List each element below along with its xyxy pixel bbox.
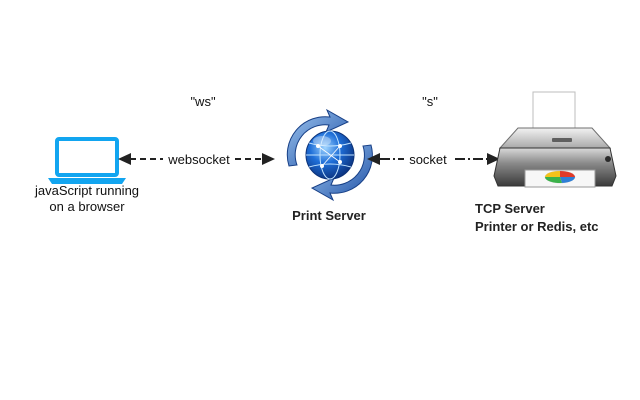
websocket-connector [118,153,275,165]
socket-connector [367,153,500,165]
arrowhead-left-icon [367,153,380,165]
browser-label-line2: on a browser [49,199,125,214]
arrowhead-right-icon [262,153,275,165]
s-protocol-label: "s" [422,94,438,109]
ws-protocol-label: "ws" [190,94,216,109]
globe-sync-icon [286,108,373,202]
websocket-label: websocket [167,152,230,167]
socket-label: socket [409,152,447,167]
arrowhead-right-icon [487,153,500,165]
laptop-icon [48,137,126,184]
arrowhead-left-icon [118,153,131,165]
browser-label-line1: javaScript running [34,183,139,198]
print-server-label: Print Server [292,208,366,223]
tcp-server-label: TCP Server [475,201,545,216]
printer-redis-label: Printer or Redis, etc [475,219,599,234]
printer-icon [493,91,617,188]
